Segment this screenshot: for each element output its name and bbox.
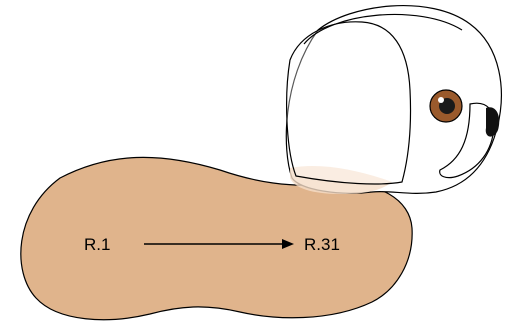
eye bbox=[430, 90, 462, 122]
label-start: R.1 bbox=[84, 235, 110, 254]
helmet-side-panel bbox=[287, 22, 411, 184]
eye-highlight bbox=[438, 97, 444, 103]
head-helmet bbox=[286, 6, 501, 194]
label-end: R.31 bbox=[304, 235, 340, 254]
